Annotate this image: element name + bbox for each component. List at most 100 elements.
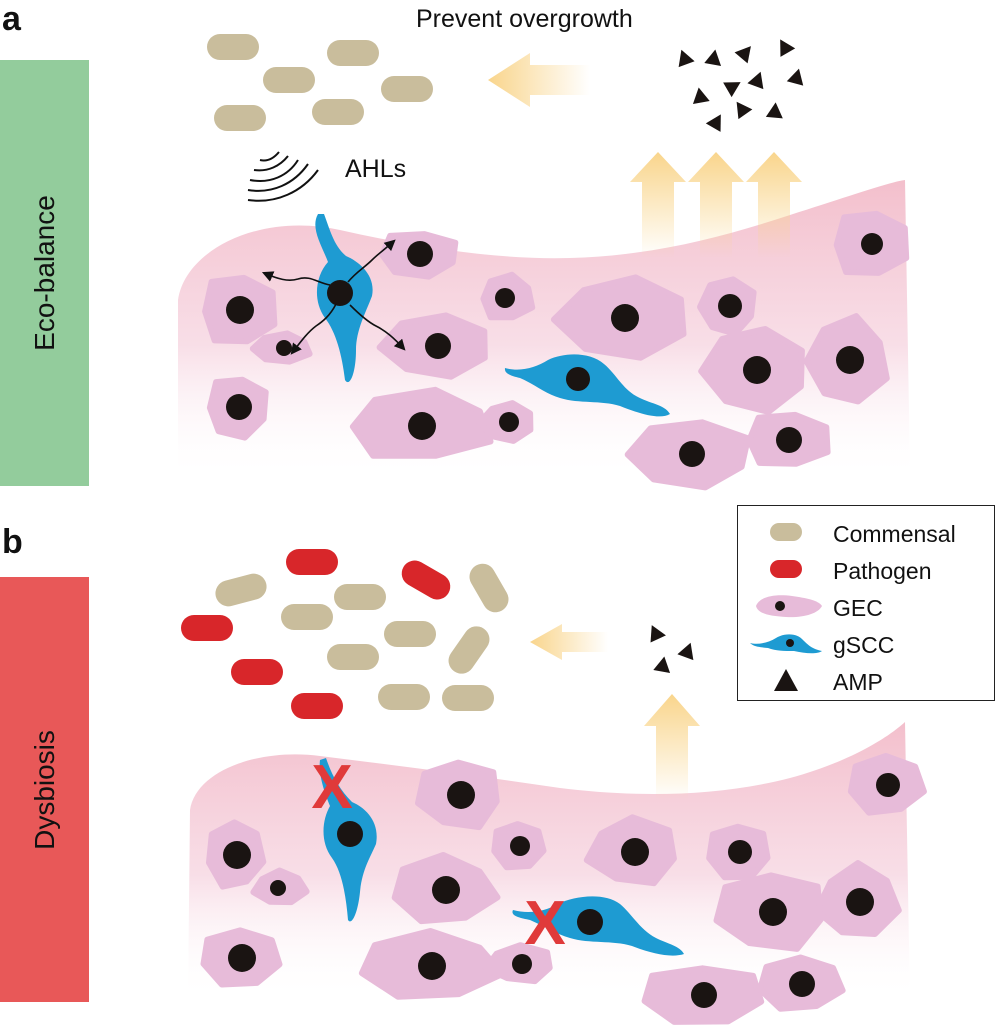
block-mark-2: X: [524, 889, 565, 958]
state-label-dysbiosis: Dysbiosis: [0, 577, 89, 1002]
legend-label-pathogen: Pathogen: [833, 558, 932, 584]
legend-item-gscc: gSCC: [738, 625, 994, 661]
state-bar-dysbiosis: [0, 577, 89, 1002]
gec-cell-b-11-nucleus: [228, 944, 256, 972]
gec-cell-a-9: [803, 313, 890, 405]
pathogen-bacterium-b-9: [231, 659, 283, 685]
amp-a-1: [678, 49, 695, 68]
gec-cell-a-10: [698, 326, 805, 415]
gec-cell-a-6-nucleus: [611, 304, 639, 332]
pathogen-bacterium-b-2: [401, 560, 451, 600]
bacteria-mixed-b: [181, 549, 509, 719]
gscc-nucleus-b2: [577, 909, 603, 935]
commensal-bacterium-b-4: [215, 573, 267, 607]
gec-cell-a-5-nucleus: [495, 288, 515, 308]
gec-cell-b-1: [206, 819, 267, 890]
gec-cell-a-11-nucleus: [226, 394, 252, 420]
amp-a-11: [705, 114, 721, 132]
gec-cell-b-4: [491, 821, 547, 871]
commensal-bacterium-b-14: [442, 685, 494, 711]
gec-cell-b-5-nucleus: [432, 876, 460, 904]
gscc-nucleus-a2: [566, 367, 590, 391]
panel-letter-b: b: [2, 523, 23, 561]
commensal-bacterium-a-5: [214, 105, 266, 131]
gscc-cell-icon: [750, 634, 822, 654]
gec-cell-b-5: [391, 852, 501, 925]
commensal-bacterium-a-2: [327, 40, 379, 66]
gec-cell-a-14: [624, 419, 751, 491]
gec-cell-a-8: [833, 210, 910, 276]
gec-cell-a-1: [202, 274, 278, 345]
amp-a-10: [765, 102, 783, 119]
legend: Commensal Pathogen GEC gSCC: [737, 505, 995, 701]
amp-a-5: [747, 71, 764, 90]
state-label-dysbiosis-text: Dysbiosis: [28, 729, 60, 850]
legend-label-gscc: gSCC: [833, 632, 895, 658]
gec-cell-a-6: [550, 274, 687, 361]
epithelial-cells-b: [200, 752, 927, 1025]
commensal-bacterium-b-11: [448, 626, 490, 674]
gscc-nucleus-b1: [337, 821, 363, 847]
amp-a-3: [734, 46, 751, 64]
amp-release-arrow-b: [644, 694, 700, 800]
gec-cell-b-8-nucleus: [876, 773, 900, 797]
amp-a-6: [786, 68, 804, 86]
pathogen-bacterium-b-13: [291, 693, 343, 719]
gec-cell-b-14: [641, 965, 765, 1025]
gec-cell-b-14-nucleus: [691, 982, 717, 1008]
gec-cell-icon: [756, 595, 822, 618]
legend-item-pathogen: Pathogen: [738, 551, 994, 587]
gec-cell-b-6-nucleus: [621, 838, 649, 866]
commensal-bacterium-b-5: [281, 604, 333, 630]
commensal-bacterium-b-12: [378, 684, 430, 710]
gec-cell-a-13: [476, 400, 534, 444]
state-bar-eco-balance: [0, 60, 89, 486]
block-mark-text-2: X: [524, 889, 565, 958]
commensal-bacterium-b-6: [334, 584, 386, 610]
gec-cell-b-6: [583, 814, 677, 887]
gec-cell-b-15: [757, 954, 846, 1012]
gec-cell-b-2-nucleus: [270, 880, 286, 896]
amp-cluster-b: [650, 625, 694, 674]
gec-cell-b-3-nucleus: [447, 781, 475, 809]
gec-cell-b-7-nucleus: [728, 840, 752, 864]
gec-cell-a-10-nucleus: [743, 356, 771, 384]
panel-letter-a: a: [2, 0, 21, 38]
gec-cell-a-15-nucleus: [776, 427, 802, 453]
gec-cell-a-13-nucleus: [499, 412, 519, 432]
gec-cell-b-7: [706, 823, 771, 881]
state-label-eco-balance: Eco-balance: [0, 60, 89, 486]
state-label-eco-balance-text: Eco-balance: [28, 195, 60, 351]
commensal-bacterium-a-4: [381, 76, 433, 102]
gec-cell-a-3-nucleus: [425, 333, 451, 359]
gec-cell-b-13-nucleus: [512, 954, 532, 974]
gec-cell-a-4-nucleus: [407, 241, 433, 267]
gec-cell-a-2: [249, 330, 313, 365]
amp-b-3: [653, 656, 671, 674]
legend-label-amp: AMP: [833, 669, 883, 695]
legend-label-commensal: Commensal: [833, 521, 956, 547]
commensal-bacterium-b-3: [469, 563, 509, 613]
gec-cell-a-12-nucleus: [408, 412, 436, 440]
gec-cell-b-4-nucleus: [510, 836, 530, 856]
gec-cell-a-2-nucleus: [276, 340, 292, 356]
gec-cell-b-8: [847, 752, 927, 816]
gec-cell-b-1-nucleus: [223, 841, 251, 869]
prevent-overgrowth-label: Prevent overgrowth: [416, 5, 633, 33]
gec-cell-b-2: [250, 867, 310, 906]
pathogen-bacterium-b-1: [286, 549, 338, 575]
legend-item-commensal: Commensal: [738, 514, 994, 550]
commensal-bacterium-icon: [770, 523, 802, 541]
gec-cell-b-13: [482, 942, 553, 985]
gec-cell-b-12-nucleus: [418, 952, 446, 980]
gec-cell-a-9-nucleus: [836, 346, 864, 374]
pathogen-bacterium-b-7: [181, 615, 233, 641]
block-mark-1: X: [311, 753, 352, 822]
signal-arrows-a: [261, 239, 406, 355]
commensal-bacterium-b-10: [327, 644, 379, 670]
prevent-overgrowth-arrow: [488, 53, 590, 107]
ahl-signal-icon: [247, 151, 319, 202]
commensal-bacterium-a-6: [312, 99, 364, 125]
